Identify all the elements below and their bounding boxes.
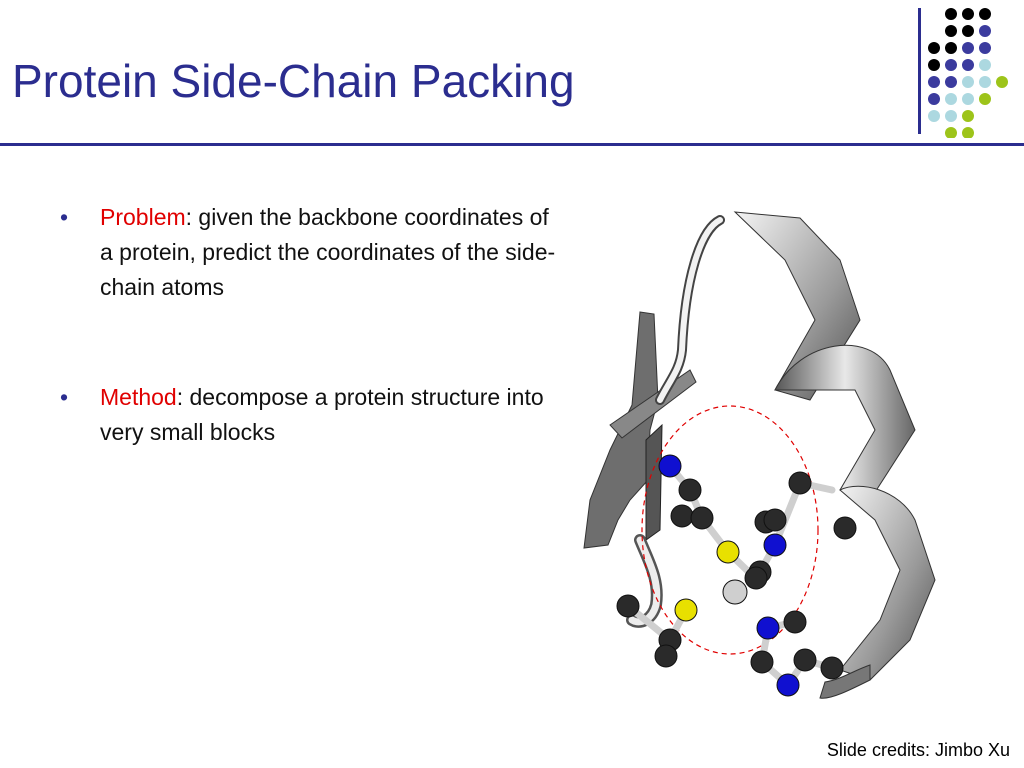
decorative-dot (945, 110, 957, 122)
decorative-dot (979, 93, 991, 105)
sulfur-atom (674, 598, 698, 622)
nitrogen-atom (776, 673, 800, 697)
decorative-dot (962, 8, 974, 20)
carbon-atom (750, 650, 774, 674)
decorative-dot (979, 25, 991, 37)
slide-credits: Slide credits: Jimbo Xu (826, 740, 1010, 760)
bullet-term: Method (100, 384, 177, 410)
bullet-text: : decompose a protein structure into ver… (100, 384, 544, 445)
ion-atom (722, 579, 748, 605)
decorative-dot (962, 127, 974, 138)
carbon-atom (690, 506, 714, 530)
bullet-marker: • (60, 204, 69, 230)
highlight-region (641, 405, 819, 655)
carbon-atom (788, 471, 812, 495)
carbon-atom (763, 508, 787, 532)
decorative-dot (945, 93, 957, 105)
bullet-method: • Method: decompose a protein structure … (60, 380, 560, 450)
protein-ribbon-icon (583, 211, 936, 699)
bullet-list: • Problem: given the backbone coordinate… (60, 200, 560, 450)
carbon-atom (678, 478, 702, 502)
decorative-dot (928, 93, 940, 105)
bullet-term: Problem (100, 204, 186, 230)
decorative-dot (962, 76, 974, 88)
bullet-problem: • Problem: given the backbone coordinate… (60, 200, 560, 305)
decorative-dot (945, 127, 957, 138)
decorative-dot (962, 42, 974, 54)
loop-top-highlight (657, 217, 723, 403)
decorative-dot (962, 59, 974, 71)
decorative-dot (945, 76, 957, 88)
helix-end (819, 664, 871, 699)
decorative-dot (945, 25, 957, 37)
vertical-accent-divider (918, 8, 921, 134)
carbon-atom (820, 656, 844, 680)
decorative-dot (928, 76, 940, 88)
sulfur-atom (716, 540, 740, 564)
slide-title: Protein Side-Chain Packing (12, 55, 575, 107)
decorative-dot (945, 8, 957, 20)
decorative-dot (928, 59, 940, 71)
nitrogen-atom (658, 454, 682, 478)
decorative-dot (928, 110, 940, 122)
carbon-atom (793, 648, 817, 672)
decorative-dot-grid-icon (928, 8, 1008, 138)
decorative-dot (962, 110, 974, 122)
carbon-atom (616, 594, 640, 618)
bullet-marker: • (60, 384, 69, 410)
beta-strand-inner (645, 423, 663, 541)
decorative-dot (928, 42, 940, 54)
decorative-dot (945, 42, 957, 54)
carbon-atom (744, 566, 768, 590)
atom-group (616, 454, 857, 697)
carbon-atom (833, 516, 857, 540)
decorative-dot (996, 76, 1008, 88)
carbon-atom (670, 504, 694, 528)
title-divider (0, 143, 1024, 146)
decorative-dot (979, 42, 991, 54)
nitrogen-atom (763, 533, 787, 557)
decorative-dot (979, 59, 991, 71)
carbon-atom (783, 610, 807, 634)
bullet-text: : given the backbone coordinates of a pr… (100, 204, 556, 300)
decorative-dot (979, 76, 991, 88)
decorative-dot (962, 25, 974, 37)
decorative-dot (962, 93, 974, 105)
loop-bottom-highlight (628, 536, 661, 626)
decorative-dot (945, 59, 957, 71)
helix-turn-3 (839, 485, 936, 681)
carbon-atom (654, 644, 678, 668)
nitrogen-atom (756, 616, 780, 640)
decorative-dot (979, 8, 991, 20)
